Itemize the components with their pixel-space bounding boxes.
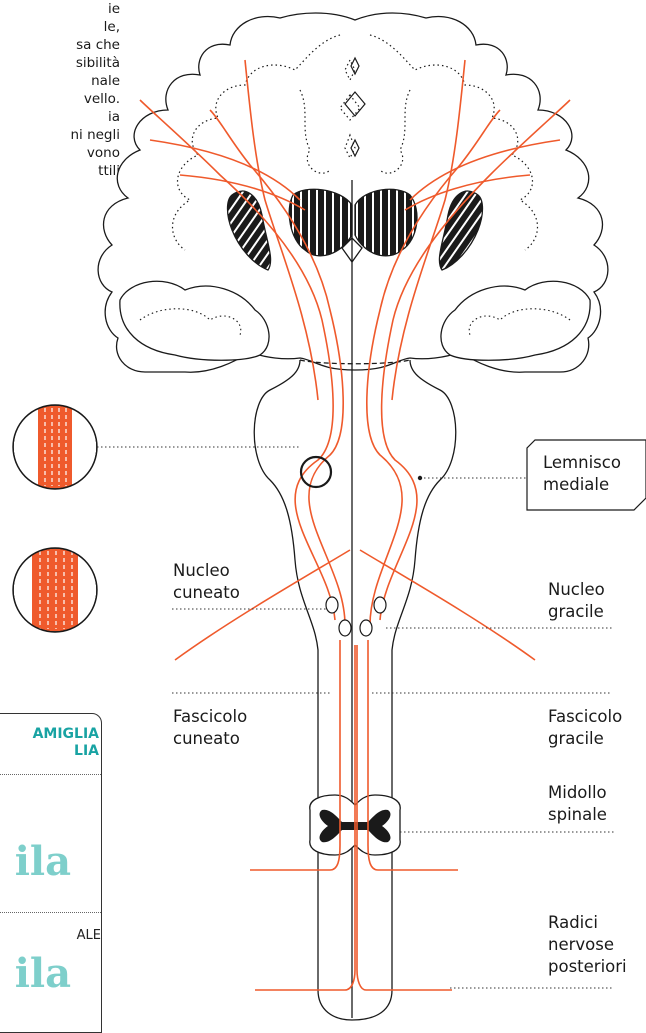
- card-big-word: ila: [15, 842, 71, 882]
- label-nucleo-cuneato: Nucleo cuneato: [173, 560, 240, 604]
- label-fascicolo-cuneato: Fascicolo cuneato: [173, 706, 247, 750]
- card-small-label: ALE: [77, 928, 101, 943]
- card-divider: [0, 774, 101, 775]
- detail-circles: [0, 400, 120, 640]
- card-big-word: ila: [15, 954, 71, 994]
- card-divider: [0, 912, 101, 913]
- label-fascicolo-gracile: Fascicolo gracile: [548, 706, 622, 750]
- label-lemnisco-mediale: Lemnisco mediale: [543, 452, 621, 496]
- label-nucleo-gracile: Nucleo gracile: [548, 579, 605, 623]
- label-midollo-spinale: Midollo spinale: [548, 782, 607, 826]
- card-header: AMIGLIA LIA: [3, 726, 99, 760]
- label-radici-nervose: Radici nervose posteriori: [548, 912, 627, 978]
- info-card: AMIGLIA LIA ila ALE ila: [0, 713, 102, 1033]
